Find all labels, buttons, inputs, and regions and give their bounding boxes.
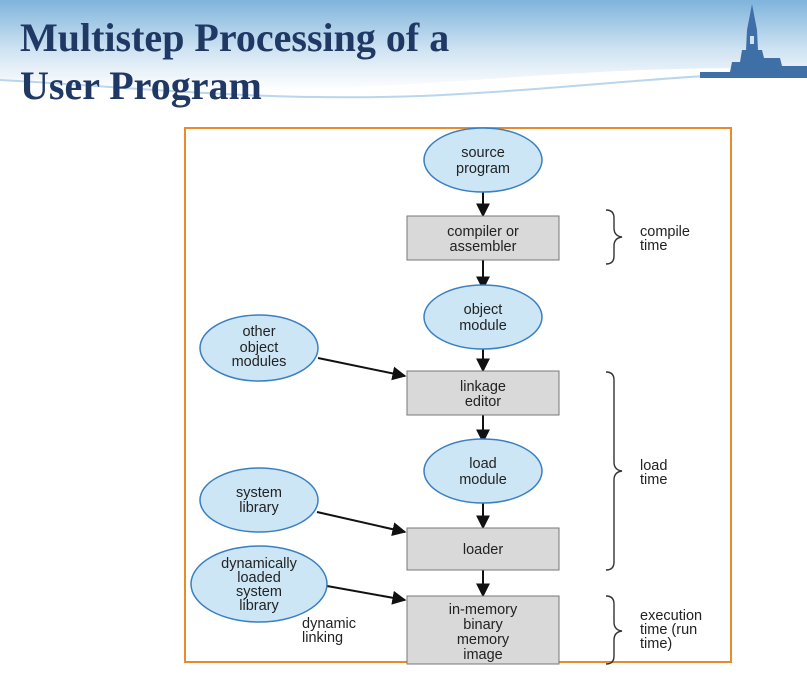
header-background (0, 0, 807, 99)
execution-time-brace (605, 595, 623, 665)
load-time-brace (605, 371, 623, 571)
compile-time-brace (605, 209, 623, 265)
loader-box: loader (406, 527, 560, 571)
arrow-system-to-loader (316, 511, 407, 537)
church-logo-icon (700, 4, 807, 78)
slide-title-line-1: Multistep Processing of a (20, 15, 450, 60)
arrow-other-to-linkage (317, 357, 407, 381)
arrow-dynlib-to-memory (326, 585, 407, 605)
slide-title-line-2: User Program (20, 63, 262, 108)
svg-text:loader: loader (463, 542, 503, 558)
slide-title: Multistep Processing of a User Program (20, 14, 449, 110)
